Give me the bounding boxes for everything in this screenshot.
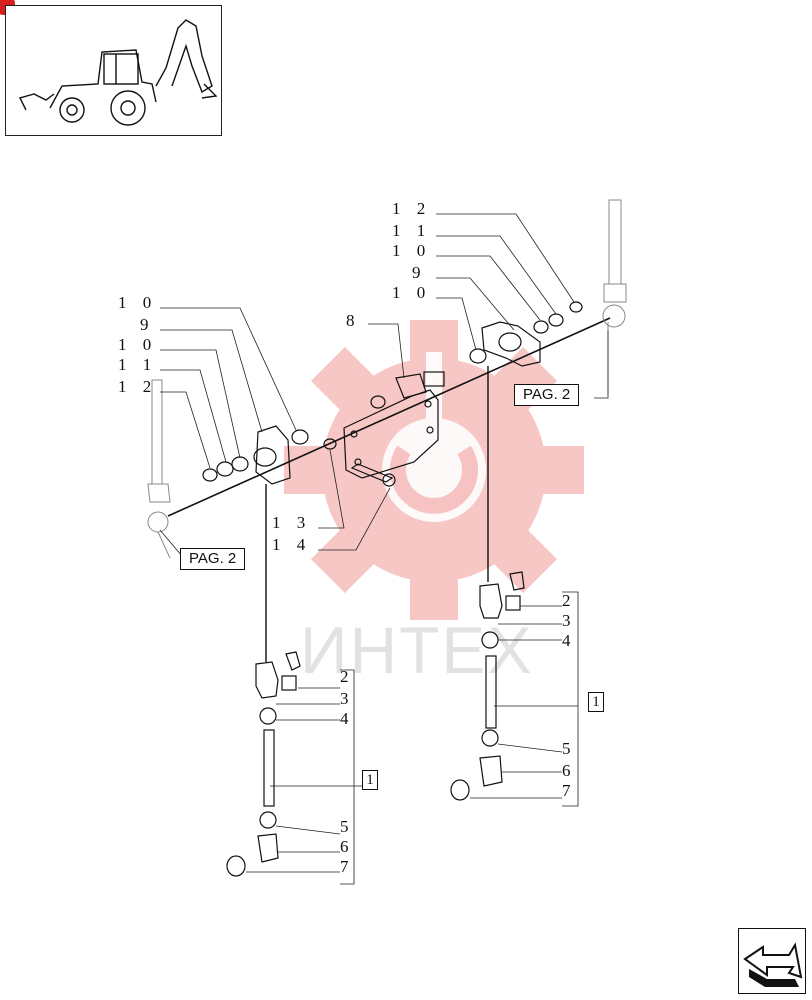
machine-thumbnail [5, 5, 222, 136]
group-box-1-right: 1 [588, 692, 604, 712]
callout-2: 2 [562, 591, 577, 610]
callout-3: 3 [340, 689, 355, 708]
callout-2: 2 [340, 667, 355, 686]
callout-6: 6 [340, 837, 355, 856]
callout-5: 5 [562, 739, 577, 758]
callout-9: 9 [412, 263, 427, 282]
callout-3: 3 [562, 611, 577, 630]
callout-8: 8 [346, 311, 361, 330]
callout-14: 1 4 [272, 535, 312, 554]
callout-10: 1 0 [392, 241, 432, 260]
page-reference-right[interactable]: PAG. 2 [514, 384, 580, 406]
callout-10: 1 0 [118, 335, 158, 354]
callout-5: 5 [340, 817, 355, 836]
callout-12: 1 2 [392, 199, 432, 218]
backhoe-loader-icon [18, 19, 218, 126]
callout-11: 1 1 [392, 221, 432, 240]
callout-4: 4 [562, 631, 577, 650]
watermark-text: ИНТЕХ [300, 613, 534, 687]
callout-4: 4 [340, 709, 355, 728]
callout-10: 1 0 [392, 283, 432, 302]
callout-13: 1 3 [272, 513, 312, 532]
page-reference-left[interactable]: PAG. 2 [180, 548, 246, 570]
callout-6: 6 [562, 761, 577, 780]
callout-12: 1 2 [118, 377, 158, 396]
callout-7: 7 [562, 781, 577, 800]
callout-11: 1 1 [118, 355, 158, 374]
callout-9: 9 [140, 315, 155, 334]
callout-7: 7 [340, 857, 355, 876]
callout-10: 1 0 [118, 293, 158, 312]
next-page-arrow-icon [743, 942, 803, 987]
next-page-button[interactable] [738, 928, 806, 994]
group-box-1-left: 1 [362, 770, 378, 790]
